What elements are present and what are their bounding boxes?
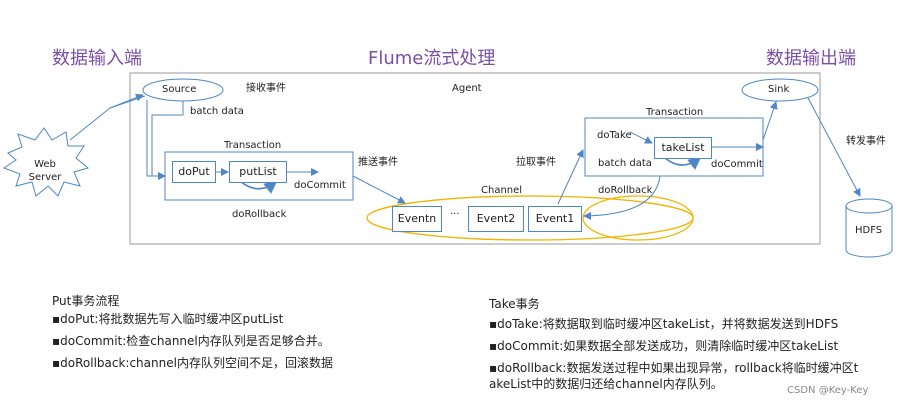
take-notes-title: Take事务 bbox=[489, 297, 540, 311]
take-note-item: ▪doTake:将数据取到临时缓冲区takeList，并将数据发送到HDFS bbox=[489, 317, 839, 331]
agent-frame bbox=[129, 72, 821, 245]
hdfs-label: HDFS bbox=[855, 225, 883, 236]
event-1-box: Event1 bbox=[528, 206, 582, 232]
batch-data-left-label: batch data bbox=[190, 106, 244, 117]
do-rollback-left-label: doRollback bbox=[232, 209, 287, 220]
agent-label: Agent bbox=[452, 83, 482, 94]
source-label: Source bbox=[162, 84, 197, 95]
take-note-item: ▪doRollback:数据发送过程中如果出现异常，rollback将临时缓冲区… bbox=[489, 361, 859, 375]
sink-ellipse bbox=[741, 78, 819, 102]
push-event-label: 推送事件 bbox=[358, 157, 398, 168]
event-ellipsis: ... bbox=[450, 206, 460, 217]
do-commit-left-label: doCommit bbox=[294, 180, 346, 191]
put-note-item: ▪doRollback:channel内存队列空间不足，回滚数据 bbox=[52, 356, 333, 370]
put-notes-title: Put事务流程 bbox=[52, 294, 120, 308]
put-note-item: ▪doPut:将批数据先写入临时缓冲区putList bbox=[52, 312, 284, 326]
take-note-item: ▪doCommit:如果数据全部发送成功，则清除临时缓冲区takeList bbox=[489, 339, 839, 353]
web-server-burst bbox=[2, 127, 90, 197]
sink-label: Sink bbox=[768, 84, 790, 95]
put-list-box: putList bbox=[229, 161, 287, 183]
take-transaction-label: Transaction bbox=[646, 107, 704, 118]
do-rollback-right-label: doRollback bbox=[598, 185, 653, 196]
channel-label: Channel bbox=[481, 185, 523, 196]
receive-event-label: 接收事件 bbox=[246, 83, 286, 94]
do-put-box: doPut bbox=[172, 161, 216, 183]
put-note-item: ▪doCommit:检查channel内存队列是否足够合并。 bbox=[52, 334, 330, 348]
hdfs-cylinder bbox=[845, 206, 893, 258]
output-side-title: 数据输出端 bbox=[766, 48, 856, 69]
flume-title: Flume流式处理 bbox=[368, 48, 496, 69]
web-server-label: Web Server bbox=[28, 159, 62, 183]
do-take-label: doTake bbox=[597, 130, 632, 141]
pull-event-label: 拉取事件 bbox=[516, 157, 556, 168]
take-note-item: akeList中的数据归还给channel内存队列。 bbox=[489, 377, 723, 391]
event-n-box: Eventn bbox=[392, 206, 442, 232]
event-2-box: Event2 bbox=[468, 206, 524, 232]
batch-data-right-label: batch data bbox=[598, 158, 652, 169]
watermark: CSDN @Key-Key bbox=[787, 385, 869, 396]
input-side-title: 数据输入端 bbox=[52, 48, 142, 69]
take-notes: Take事务 ▪doTake:将数据取到临时缓冲区takeList，并将数据发送… bbox=[489, 296, 889, 392]
put-notes: Put事务流程 ▪doPut:将批数据先写入临时缓冲区putList ▪doCo… bbox=[52, 293, 432, 371]
put-transaction-label: Transaction bbox=[224, 140, 282, 151]
take-list-box: takeList bbox=[654, 137, 712, 159]
forward-event-label: 转发事件 bbox=[846, 136, 886, 147]
do-commit-right-label: doCommit bbox=[711, 159, 763, 170]
